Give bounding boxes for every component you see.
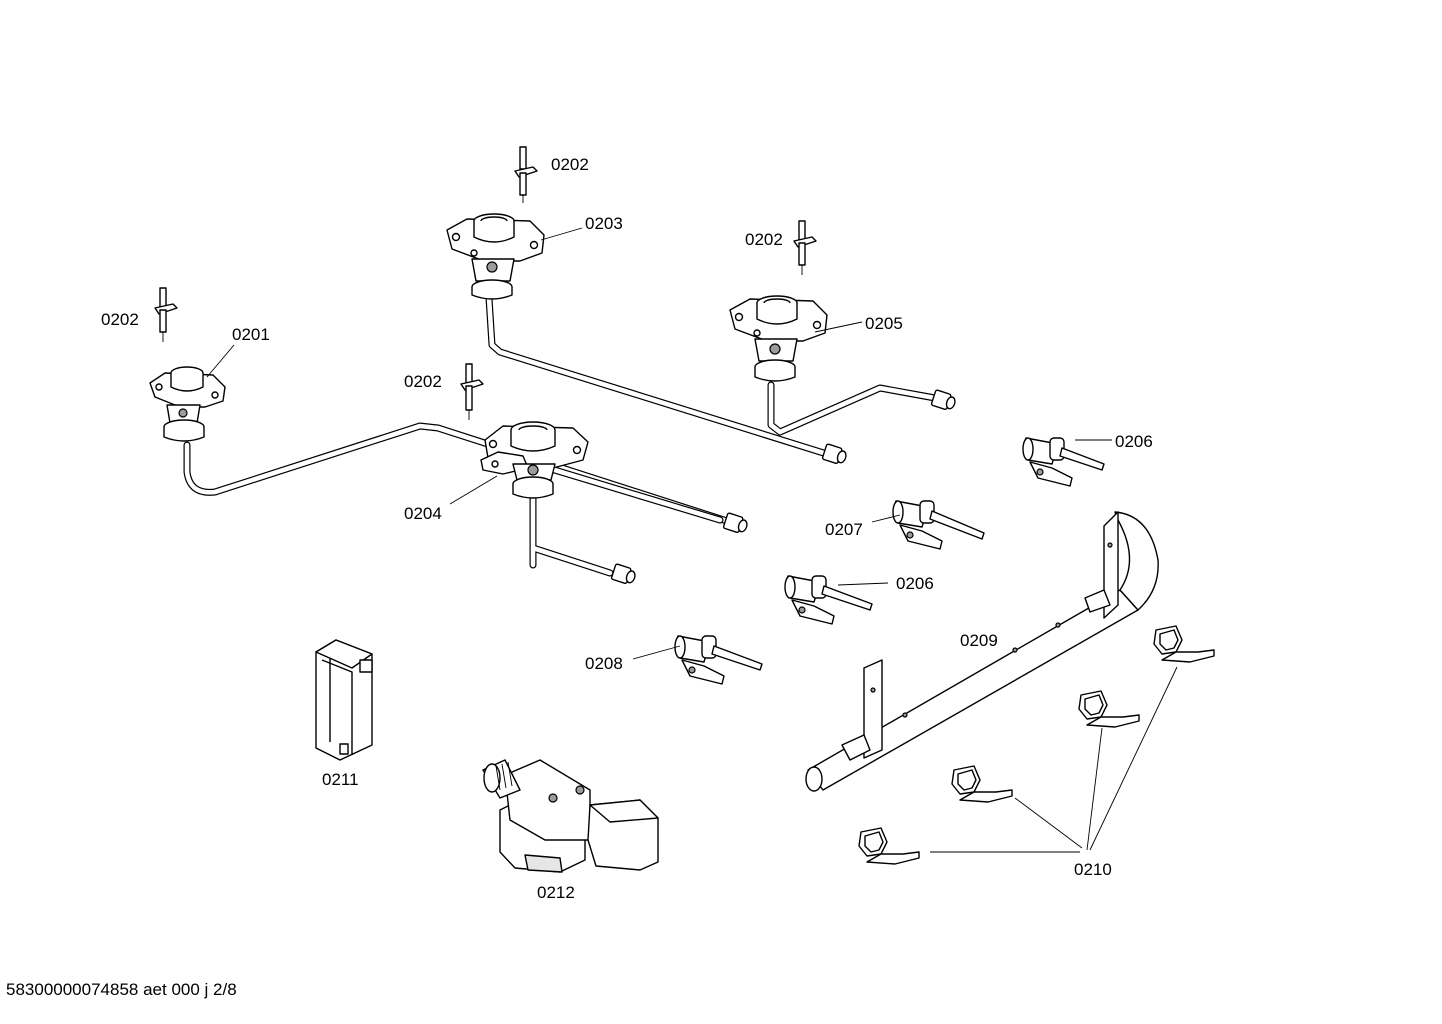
label-0208: 0208 xyxy=(585,654,623,673)
burner-base-0201 xyxy=(149,366,226,442)
label-0206-bottom: 0206 xyxy=(896,574,934,593)
gas-valves xyxy=(674,437,1105,685)
label-0203: 0203 xyxy=(585,214,623,233)
label-0207: 0207 xyxy=(825,520,863,539)
burner-base-0204 xyxy=(480,421,589,499)
valve-clips xyxy=(858,625,1215,865)
label-0202-left: 0202 xyxy=(101,310,139,329)
label-0210: 0210 xyxy=(1074,860,1112,879)
label-0206-top: 0206 xyxy=(1115,432,1153,451)
ignition-module xyxy=(315,639,373,761)
label-0209: 0209 xyxy=(960,631,998,650)
valve-rail xyxy=(805,511,1159,792)
gas-tubes xyxy=(183,294,939,577)
label-0205: 0205 xyxy=(865,314,903,333)
burner-base-0203 xyxy=(446,213,545,300)
label-0202-right: 0202 xyxy=(745,230,783,249)
tube-nuts xyxy=(610,389,956,585)
safety-valve xyxy=(482,759,659,873)
label-0211: 0211 xyxy=(322,770,359,789)
label-0212: 0212 xyxy=(537,883,575,902)
leader-lines xyxy=(206,227,1178,853)
part-labels: 0202 0203 0202 0202 0201 0205 0202 0206 … xyxy=(101,155,1153,902)
document-footer: 58300000074858 aet 000 j 2/8 xyxy=(6,980,237,999)
label-0202-top: 0202 xyxy=(551,155,589,174)
label-0204: 0204 xyxy=(404,504,442,523)
burner-base-0205 xyxy=(729,295,828,382)
igniter-plugs xyxy=(154,146,817,420)
label-0201: 0201 xyxy=(232,325,270,344)
label-0202-center: 0202 xyxy=(404,372,442,391)
